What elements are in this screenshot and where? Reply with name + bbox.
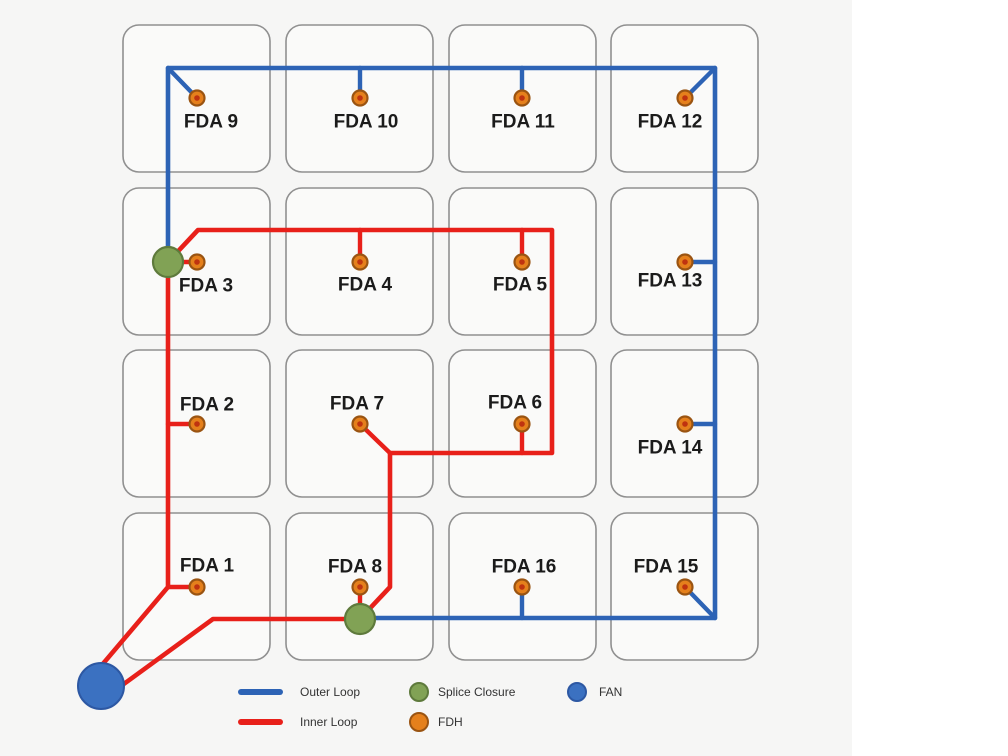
fda-label: FDA 8 [328, 557, 382, 578]
fda-label: FDA 5 [493, 275, 548, 296]
fdh-dot-center [682, 259, 688, 265]
fda-label: FDA 6 [488, 393, 542, 414]
inner-loop-tail-path [103, 616, 363, 700]
fdh-dot-center [682, 584, 688, 590]
fdh-dot-center [682, 421, 688, 427]
fda-label: FDA 10 [334, 112, 399, 133]
fdh-dot-center [682, 95, 688, 101]
fdh-dot-center [519, 584, 525, 590]
fda-label: FDA 12 [638, 112, 703, 133]
splice-closure-node [151, 245, 185, 279]
fdh-dot-center [357, 95, 363, 101]
fdh-dot-center [519, 421, 525, 427]
fdh-dot-center [194, 95, 200, 101]
fdh-dot-center [194, 584, 200, 590]
fda-label: FDA 11 [491, 112, 555, 133]
fda-label: FDA 13 [638, 271, 703, 292]
fda-label: FDA 4 [338, 275, 393, 296]
splice-closure-node [343, 602, 377, 636]
fdh-dot-center [194, 421, 200, 427]
fda-label: FDA 15 [634, 557, 699, 578]
fda-label: FDA 2 [180, 395, 234, 416]
right-margin [852, 0, 1008, 756]
fda-label: FDA 9 [184, 112, 238, 133]
fdh-dot-center [519, 259, 525, 265]
fda-label: FDA 3 [179, 276, 233, 297]
fdh-dot-center [357, 259, 363, 265]
fdh-dot-center [357, 421, 363, 427]
fdh-dot-center [194, 259, 200, 265]
fan-node [77, 662, 125, 710]
fda-label: FDA 16 [492, 557, 557, 578]
inner-loop-path [93, 227, 555, 675]
fda-label: FDA 7 [330, 394, 384, 415]
fda-label: FDA 14 [638, 438, 703, 459]
fdh-dot-center [357, 584, 363, 590]
fda-label: FDA 1 [180, 556, 235, 577]
fdh-dot-center [519, 95, 525, 101]
